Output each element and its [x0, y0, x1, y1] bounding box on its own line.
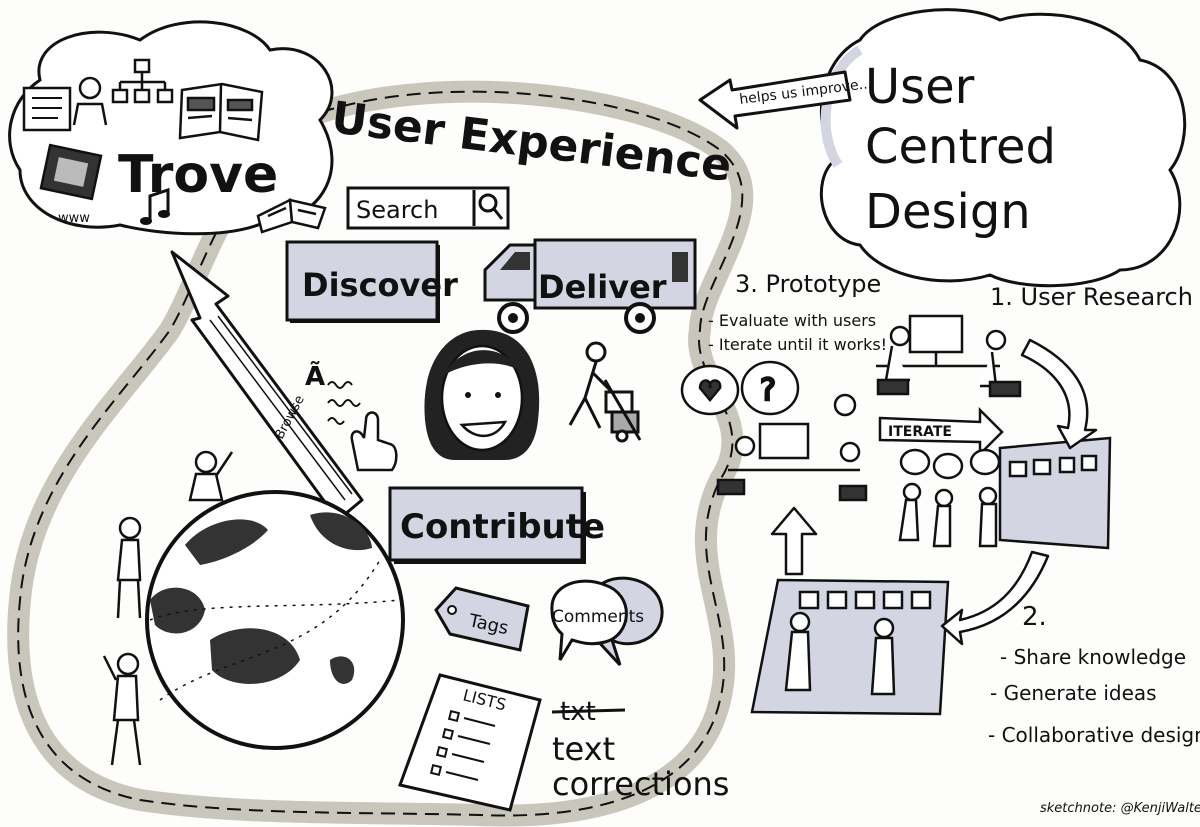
workshop-to-prototype-arrow	[770, 506, 818, 576]
ucd-cloud	[819, 8, 1187, 288]
ucd-line-3: Design	[865, 184, 1031, 240]
ucd-line-1: User	[865, 59, 975, 115]
contribute-label: Contribute	[400, 507, 605, 547]
trove-title: Trove	[118, 145, 278, 205]
workshop-scene-illustration	[750, 578, 950, 716]
person-portrait-icon	[72, 76, 108, 126]
iterate-banner: ITERATE	[878, 406, 1004, 458]
globe-illustration	[145, 490, 405, 750]
browse-arrow	[170, 250, 364, 522]
org-chart-icon	[111, 58, 174, 104]
step2-item-1: - Share knowledge	[1000, 645, 1186, 669]
text-corrections-line-2: corrections	[552, 765, 729, 803]
central-cloud-inner-line	[17, 90, 744, 817]
www-label: www	[58, 211, 90, 226]
collaboration-scene-illustration	[898, 436, 1112, 550]
prototype-item-1: - Evaluate with users	[708, 311, 876, 330]
document-icon	[22, 86, 72, 132]
discover-label: Discover	[302, 266, 458, 304]
tag-illustration: Tags	[434, 586, 530, 652]
ucd-line-2: Centred	[865, 119, 1056, 175]
step2-item-2: - Generate ideas	[990, 681, 1157, 705]
prototype-item-2: - Iterate until it works!	[708, 335, 887, 354]
deliver-label: Deliver	[538, 268, 667, 306]
comments-bubbles: Comments	[550, 576, 664, 667]
browse-illustration: Ã	[305, 360, 398, 472]
svg-text:?: ?	[760, 373, 776, 408]
helps-arrow	[698, 70, 852, 130]
sketchnote-credit: sketchnote: @KenjiWalter	[1040, 801, 1200, 816]
user-experience-headline: User Experience	[329, 92, 735, 192]
text-corrections-line-1: text	[552, 730, 615, 768]
step2-title: 2.	[1022, 602, 1047, 632]
svg-text:Ã: Ã	[305, 360, 325, 392]
open-book-icon	[256, 198, 327, 234]
newspaper-icon	[178, 82, 264, 142]
list-paper: LISTS	[398, 673, 542, 812]
delivery-truck: Deliver	[483, 238, 697, 334]
film-icon	[39, 143, 103, 201]
prototype-title: 3. Prototype	[735, 270, 881, 298]
delivery-man-illustration	[568, 341, 642, 443]
step2-item-3: - Collaborative design.	[988, 723, 1200, 747]
iterate-label: ITERATE	[888, 424, 952, 440]
contribute-box: Contribute	[388, 486, 605, 564]
research-scene-illustration	[876, 314, 1022, 398]
search-label: Search	[356, 196, 438, 224]
comments-label: Comments	[552, 607, 644, 627]
discover-box: Discover	[285, 240, 458, 323]
user-research-title: 1. User Research	[990, 283, 1193, 311]
people-around-globe	[102, 450, 234, 766]
prototype-scene-illustration: ?	[680, 360, 868, 502]
search-box[interactable]: Search	[346, 186, 510, 230]
research-to-share-arrow	[1020, 338, 1098, 450]
strike-line	[551, 708, 626, 714]
woman-face-illustration	[424, 329, 540, 460]
magnifier-icon[interactable]	[478, 193, 504, 220]
share-to-workshop-arrow	[940, 550, 1050, 646]
music-note-icon	[140, 187, 170, 225]
